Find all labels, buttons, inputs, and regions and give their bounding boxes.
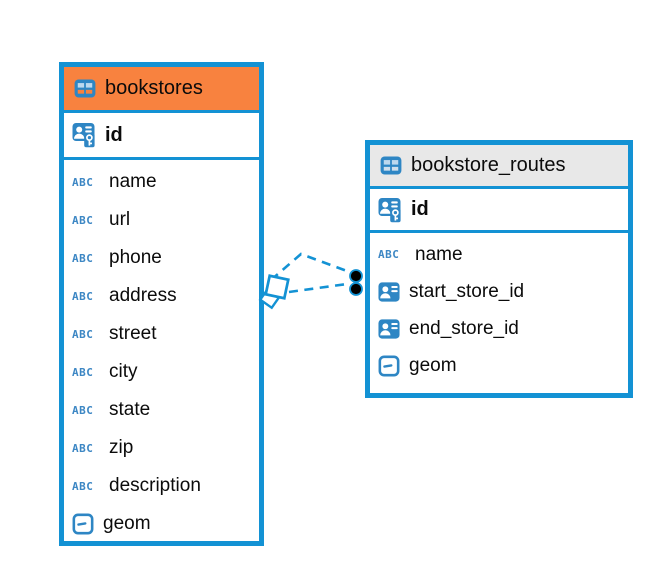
column-label: state	[109, 399, 151, 420]
column-row-start-store-id[interactable]: start_store_id	[370, 273, 628, 310]
relation-dot-marker[interactable]	[349, 269, 363, 283]
geometry-icon	[72, 513, 94, 535]
column-row-url[interactable]: ABC url	[64, 201, 259, 239]
text-abc-icon: ABC	[72, 479, 94, 493]
table-icon	[74, 79, 96, 98]
relation-line-end-store[interactable]	[270, 252, 348, 281]
entity-header-bookstore-routes[interactable]: bookstore_routes	[370, 145, 628, 189]
column-label: id	[105, 123, 123, 146]
column-label: street	[109, 323, 157, 344]
column-label: description	[109, 475, 201, 496]
relation-diamond-marker[interactable]	[258, 274, 290, 310]
entity-bookstores[interactable]: bookstores id ABC name ABC url ABC phone…	[59, 62, 264, 546]
text-abc-icon: ABC	[72, 251, 94, 265]
columns-list: ABC name start_store_id end_store_id geo…	[370, 233, 628, 384]
column-row-id[interactable]: id	[370, 189, 628, 233]
column-row-description[interactable]: ABC description	[64, 467, 259, 505]
primary-key-icon	[72, 122, 96, 148]
column-label: geom	[103, 513, 151, 534]
column-row-geom[interactable]: geom	[370, 347, 628, 384]
entity-title: bookstore_routes	[411, 154, 566, 176]
column-row-name[interactable]: ABC name	[370, 236, 628, 273]
table-icon	[380, 156, 402, 175]
column-row-zip[interactable]: ABC zip	[64, 429, 259, 467]
text-abc-icon: ABC	[72, 365, 94, 379]
column-label: end_store_id	[409, 317, 519, 339]
entity-title: bookstores	[105, 77, 203, 99]
column-label: start_store_id	[409, 280, 525, 302]
text-abc-icon: ABC	[72, 403, 94, 417]
column-row-geom[interactable]: geom	[64, 505, 259, 543]
columns-list: ABC name ABC url ABC phone ABC address A…	[64, 160, 259, 543]
foreign-key-icon	[378, 281, 400, 303]
relation-dot-marker[interactable]	[349, 282, 363, 296]
column-row-end-store-id[interactable]: end_store_id	[370, 310, 628, 347]
column-row-street[interactable]: ABC street	[64, 315, 259, 353]
geometry-icon	[378, 355, 400, 377]
column-label: address	[109, 285, 177, 306]
foreign-key-icon	[378, 318, 400, 340]
column-label: name	[109, 171, 157, 192]
text-abc-icon: ABC	[378, 248, 400, 261]
text-abc-icon: ABC	[72, 175, 94, 189]
relation-line-start-store[interactable]	[288, 282, 348, 294]
text-abc-icon: ABC	[72, 441, 94, 455]
column-row-state[interactable]: ABC state	[64, 391, 259, 429]
entity-bookstore-routes[interactable]: bookstore_routes id ABC name start_store…	[365, 140, 633, 398]
column-row-city[interactable]: ABC city	[64, 353, 259, 391]
column-label: name	[415, 243, 463, 265]
column-row-address[interactable]: ABC address	[64, 277, 259, 315]
column-row-id[interactable]: id	[64, 113, 259, 160]
column-label: phone	[109, 247, 162, 268]
text-abc-icon: ABC	[72, 213, 94, 227]
column-row-name[interactable]: ABC name	[64, 163, 259, 201]
column-label: url	[109, 209, 131, 230]
text-abc-icon: ABC	[72, 289, 94, 303]
column-label: geom	[409, 354, 457, 376]
primary-key-icon	[378, 197, 402, 223]
column-label: zip	[109, 437, 134, 458]
text-abc-icon: ABC	[72, 327, 94, 341]
column-label: city	[109, 361, 138, 382]
entity-header-bookstores[interactable]: bookstores	[64, 67, 259, 113]
column-row-phone[interactable]: ABC phone	[64, 239, 259, 277]
column-label: id	[411, 198, 429, 220]
